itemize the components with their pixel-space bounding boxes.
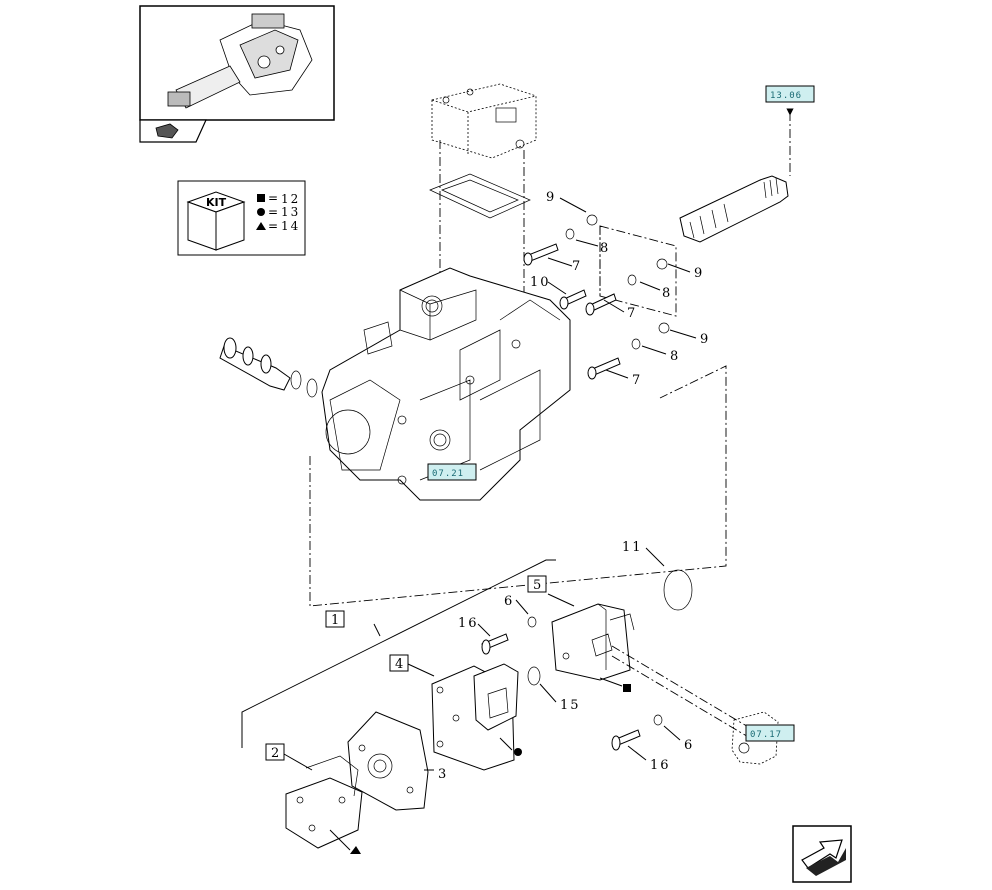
assembly-thumbnail[interactable] <box>139 5 335 143</box>
callout-8c: 8 <box>670 349 680 364</box>
triangle-kit-marker <box>350 846 361 854</box>
screw-7a <box>523 243 559 266</box>
o-ring-11 <box>663 569 693 611</box>
screw-16a <box>481 633 509 655</box>
svg-text:07.17: 07.17 <box>750 730 782 740</box>
callout-9a: 9 <box>546 190 556 205</box>
svg-text:=: = <box>268 191 280 205</box>
callout-9c: 9 <box>700 332 710 347</box>
pump-thumbnail-drawing <box>167 13 313 109</box>
circle-kit-marker <box>514 748 522 756</box>
washer-8a <box>565 228 575 240</box>
callout-15: 15 <box>560 698 581 713</box>
square-symbol-icon <box>257 194 265 202</box>
kit-row-circle-value: 13 <box>281 205 300 219</box>
callout-8a: 8 <box>600 241 610 256</box>
callout-6b: 6 <box>684 738 694 753</box>
square-kit-marker <box>623 684 631 692</box>
callout-16a: 16 <box>458 616 479 631</box>
kit-legend: KIT = 12 = 13 = 14 <box>177 180 306 256</box>
svg-text:07.21: 07.21 <box>432 469 464 479</box>
washer-6a <box>527 616 537 628</box>
kit-title: KIT <box>206 196 227 209</box>
view-arrow-icon <box>155 123 179 139</box>
drive-shaft <box>679 175 789 243</box>
callout-8b: 8 <box>662 286 672 301</box>
kit-row-square-value: 12 <box>281 192 300 206</box>
svg-text:5: 5 <box>533 578 543 593</box>
ref-housing[interactable]: 07.21 <box>427 463 477 481</box>
spool-valve <box>219 337 291 391</box>
svg-text:4: 4 <box>395 657 405 672</box>
svg-text:1: 1 <box>331 613 341 628</box>
callout-3: 3 <box>438 767 448 782</box>
svg-text:13.06: 13.06 <box>770 91 802 101</box>
kit-box-icon <box>186 191 246 251</box>
callout-7b: 7 <box>627 306 637 321</box>
pump-2 <box>285 755 363 849</box>
callout-9b: 9 <box>694 266 704 281</box>
next-page-button[interactable] <box>792 825 852 883</box>
callout-box-2: 2 <box>265 743 285 761</box>
ring-15 <box>527 666 541 686</box>
ref-shaft[interactable]: 13.06 <box>765 85 815 103</box>
gear-pump-5 <box>551 603 635 681</box>
triangle-symbol-icon <box>256 222 266 230</box>
screw-10 <box>559 289 587 310</box>
o-ring-2 <box>306 378 318 398</box>
screw-16b <box>611 729 641 751</box>
svg-text:=: = <box>268 205 280 219</box>
washer-9b <box>656 258 668 270</box>
svg-text:2: 2 <box>271 746 281 761</box>
flange-3 <box>347 711 429 811</box>
washer-9a <box>586 214 598 226</box>
kit-row-triangle-value: 14 <box>281 219 300 233</box>
washer-9c <box>658 322 670 334</box>
callout-box-5: 5 <box>527 575 547 593</box>
svg-text:=: = <box>268 219 280 233</box>
pump-4 <box>431 663 519 771</box>
gear-ref-part <box>731 711 779 765</box>
washer-6b <box>653 714 663 726</box>
washer-8c <box>631 338 641 350</box>
callout-7c: 7 <box>632 373 642 388</box>
callout-6a: 6 <box>504 594 514 609</box>
gasket <box>429 173 531 219</box>
washer-8b <box>627 274 637 286</box>
callout-11: 11 <box>622 540 643 555</box>
next-page-arrow-icon <box>801 839 846 876</box>
ref-gear[interactable]: 07.17 <box>745 724 795 742</box>
o-ring-1 <box>290 370 302 390</box>
pump-housing <box>321 267 571 501</box>
callout-10: 10 <box>530 275 551 290</box>
circle-symbol-icon <box>257 208 265 216</box>
callout-box-1: 1 <box>325 610 345 628</box>
top-cover <box>431 83 537 159</box>
callout-box-4: 4 <box>389 654 409 672</box>
callout-16b: 16 <box>650 758 671 773</box>
screw-7b <box>585 293 617 316</box>
screw-7c <box>587 357 621 380</box>
callout-7a: 7 <box>572 259 582 274</box>
